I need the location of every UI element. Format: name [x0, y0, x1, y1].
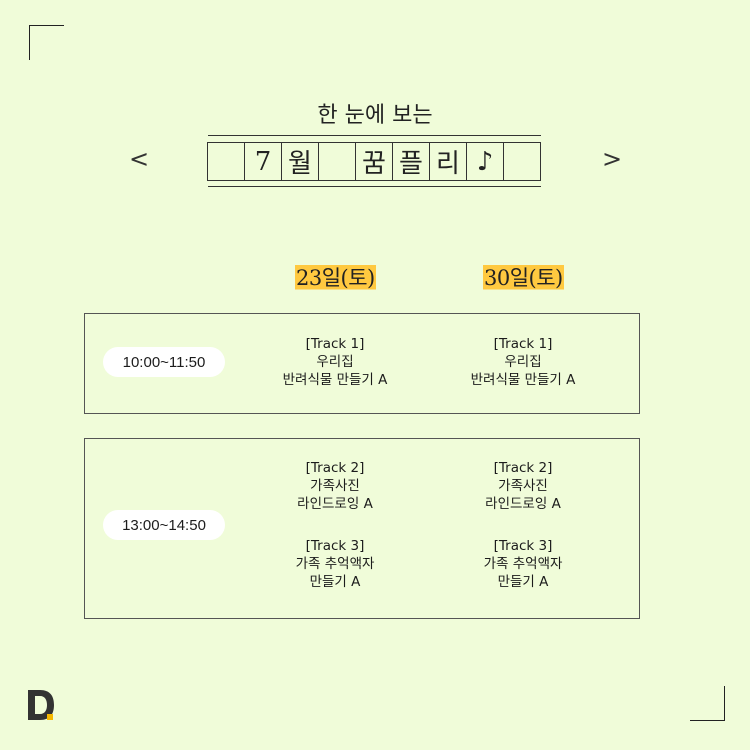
session-line: 가족사진 [498, 478, 548, 494]
session-item: [Track 2] 가족사진 라인드로잉 A [240, 459, 430, 513]
session-line: 가족 추억액자 [483, 556, 563, 572]
session-track: [Track 3] [493, 538, 553, 554]
session-track: [Track 2] [493, 460, 553, 476]
time-slot-pill: 10:00~11:50 [103, 347, 225, 377]
d-logo-icon [28, 690, 54, 720]
session-line: 우리집 [316, 354, 354, 370]
session-item: [Track 3] 가족 추억액자 만들기 A [240, 537, 430, 591]
title-cell: 7 [245, 142, 282, 181]
title-cell [504, 142, 541, 181]
session-line: 라인드로잉 A [485, 496, 561, 512]
title-cell: ♪ [467, 142, 504, 181]
session-line: 라인드로잉 A [297, 496, 373, 512]
schedule-block-afternoon: 13:00~14:50 [Track 2] 가족사진 라인드로잉 A [Trac… [84, 438, 640, 619]
session-track: [Track 1] [493, 336, 553, 352]
session-item: [Track 1] 우리집 반려식물 만들기 A [428, 335, 618, 389]
prev-month-arrow-button[interactable]: < [129, 145, 150, 173]
schedule-block-morning: 10:00~11:50 [Track 1] 우리집 반려식물 만들기 A [Tr… [84, 313, 640, 414]
title-rule-bottom [208, 186, 541, 187]
title-rule-top [208, 135, 541, 136]
session-item: [Track 1] 우리집 반려식물 만들기 A [240, 335, 430, 389]
session-item: [Track 2] 가족사진 라인드로잉 A [428, 459, 618, 513]
title-cell: 꿈 [356, 142, 393, 181]
session-track: [Track 2] [305, 460, 365, 476]
title-cell: 월 [282, 142, 319, 181]
session-track: [Track 1] [305, 336, 365, 352]
session-line: 반려식물 만들기 A [470, 372, 576, 388]
title-grid: 7 월 꿈 플 리 ♪ [207, 142, 541, 181]
session-line: 반려식물 만들기 A [282, 372, 388, 388]
session-line: 가족 추억액자 [295, 556, 375, 572]
date-header-2: 30일(토) [483, 262, 564, 292]
title-cell [208, 142, 245, 181]
session-line: 만들기 A [309, 574, 361, 590]
date-header-1: 23일(토) [295, 262, 376, 292]
title-cell [319, 142, 356, 181]
session-line: 만들기 A [497, 574, 549, 590]
session-line: 가족사진 [310, 478, 360, 494]
time-slot-pill: 13:00~14:50 [103, 510, 225, 540]
title-cell: 리 [430, 142, 467, 181]
session-line: 우리집 [504, 354, 542, 370]
subtitle: 한 눈에 보는 [317, 103, 433, 128]
next-month-arrow-button[interactable]: > [602, 145, 623, 173]
session-track: [Track 3] [305, 538, 365, 554]
corner-frame-bottom-right [690, 686, 725, 721]
title-cell: 플 [393, 142, 430, 181]
corner-frame-top-left [29, 25, 64, 60]
session-item: [Track 3] 가족 추억액자 만들기 A [428, 537, 618, 591]
